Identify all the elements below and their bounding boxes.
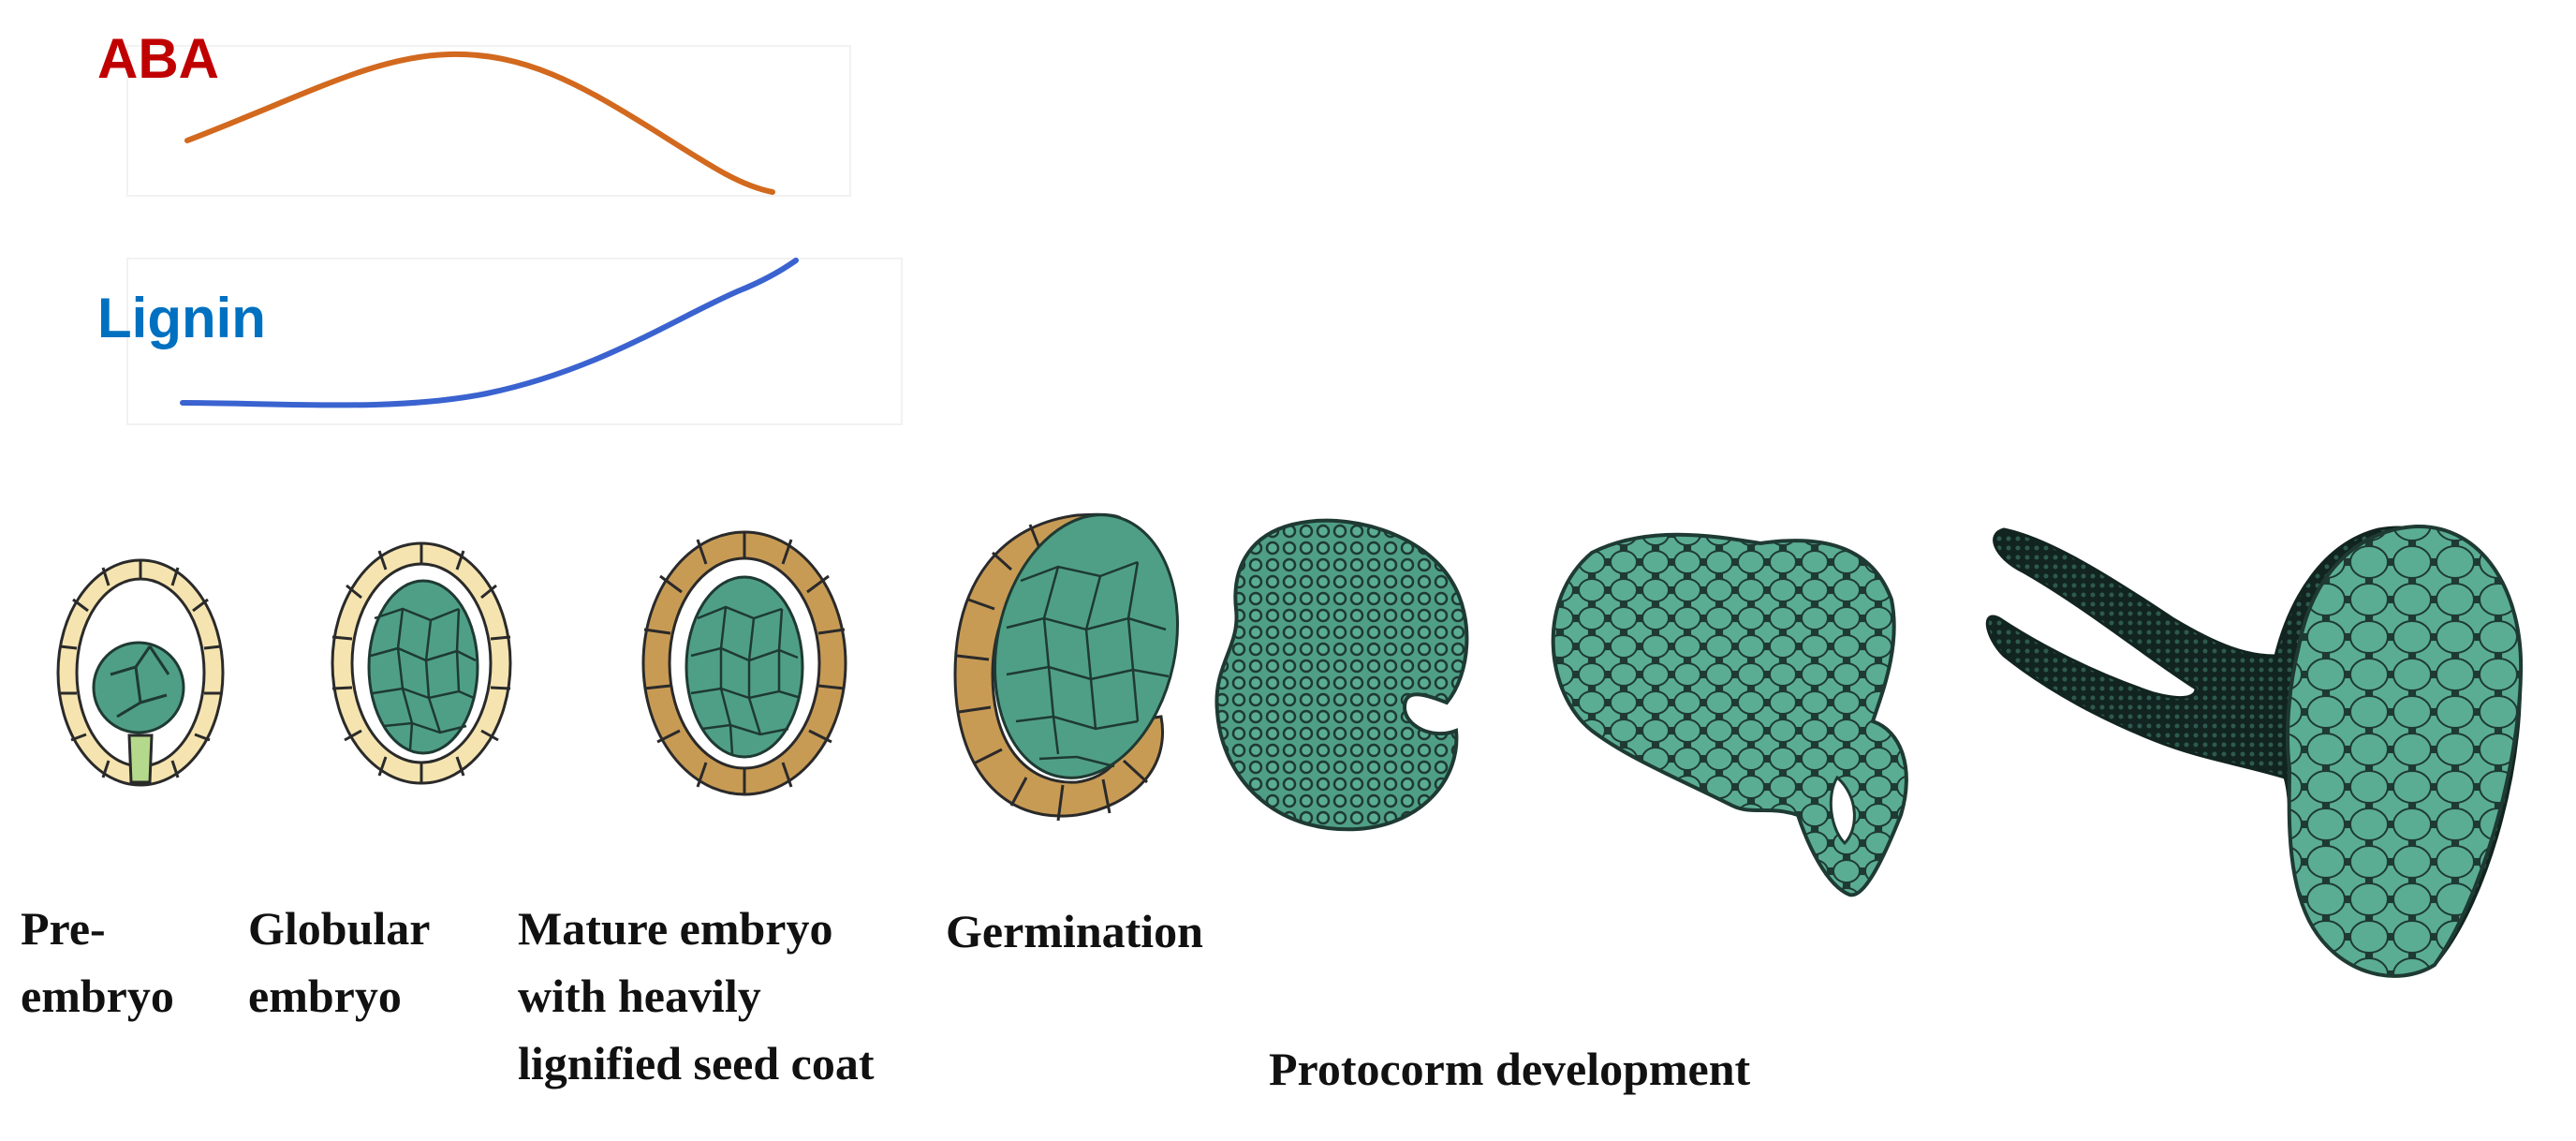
globular-embryo-icon	[331, 541, 512, 785]
protocorm-mid-icon	[1551, 532, 1908, 897]
lignin-panel	[126, 258, 903, 425]
lignin-curve	[180, 258, 799, 408]
aba-panel	[126, 45, 851, 197]
protocorm-late-icon	[1985, 524, 2524, 978]
protocorm-early-icon	[1214, 518, 1469, 832]
aba-curve	[184, 51, 775, 195]
stage-label-globular-embryo: Globular embryo	[248, 902, 431, 1022]
stage-label-pre-embryo: Pre- embryo	[21, 902, 174, 1022]
lignin-label: Lignin	[97, 287, 266, 349]
pre-embryo-icon	[56, 558, 225, 787]
stage-label-germination: Germination	[946, 905, 1203, 957]
aba-label: ABA	[97, 27, 219, 90]
stage-label-mature-embryo: Mature embryo with heavily lignified see…	[518, 902, 875, 1089]
mature-embryo-icon	[641, 530, 847, 796]
germination-icon	[953, 512, 1180, 822]
stage-label-protocorm: Protocorm development	[1269, 1043, 1751, 1095]
